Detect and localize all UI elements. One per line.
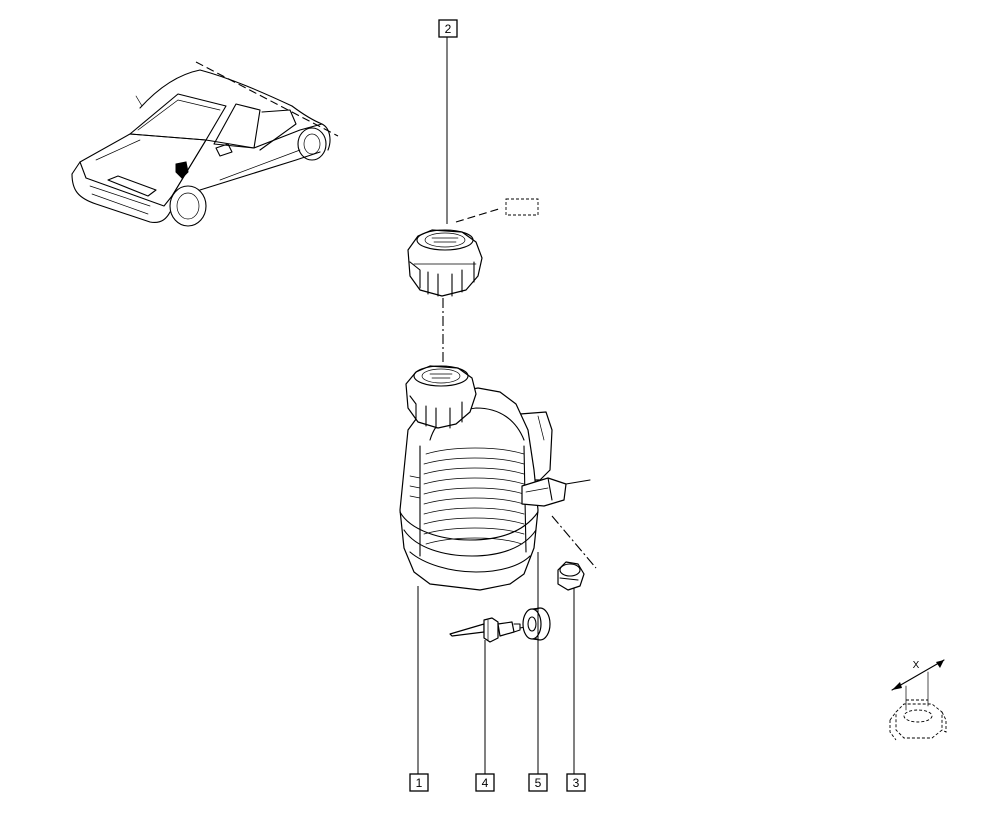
callout-4-label: 4 <box>482 776 489 790</box>
expansion-tank-icon <box>399 365 591 591</box>
rubber-grommet-icon <box>522 607 551 641</box>
callout-4: 4 <box>475 773 495 792</box>
car-location-icon <box>71 61 339 227</box>
callout-2: 2 <box>438 19 458 38</box>
callout-1: 1 <box>409 773 429 792</box>
hose-fitting-icon <box>557 561 585 591</box>
reference-dash-line <box>455 207 503 223</box>
callout-5-label: 5 <box>535 776 542 790</box>
callout-2-label: 2 <box>445 22 452 36</box>
pressure-cap-icon <box>407 229 483 297</box>
callout-3-label: 3 <box>573 776 580 790</box>
reference-placeholder-box <box>505 198 539 216</box>
bleed-screw-icon <box>449 617 521 643</box>
callout-3: 3 <box>566 773 586 792</box>
callout-1-label: 1 <box>416 776 423 790</box>
hex-nut-dimension-icon: X <box>889 659 947 741</box>
callout-5: 5 <box>528 773 548 792</box>
fitting-center-line <box>551 515 597 569</box>
dimension-x-label: X <box>913 660 920 671</box>
